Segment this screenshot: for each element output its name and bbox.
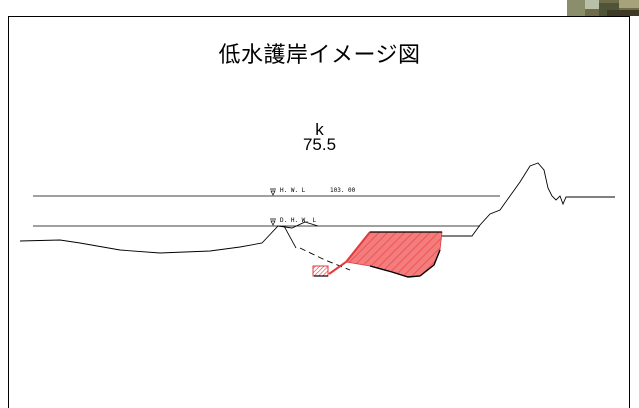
- station-value: 75.5: [302, 135, 337, 154]
- embankment-slope: [283, 225, 297, 249]
- station-prefix: k: [315, 120, 324, 139]
- revetment-slope-face: [328, 231, 371, 275]
- hwl-marker-icon: [270, 188, 276, 196]
- hwl-value: 103. 00: [330, 187, 356, 194]
- diagram-title: 低水護岸イメージ図: [218, 43, 421, 68]
- slide-frame: [8, 16, 630, 408]
- ground-profile-left: [19, 221, 319, 254]
- dhwl-label: D. H. W. L: [280, 217, 317, 224]
- dhwl-marker-icon: [270, 218, 276, 226]
- revetment-base-line: [369, 249, 441, 278]
- ground-profile-right: [440, 162, 615, 237]
- toe-block: [312, 265, 329, 277]
- corner-photo-thumbnail: [567, 0, 639, 16]
- hwl-label: H. W. L: [280, 187, 306, 194]
- original-bank-dashed: [299, 247, 351, 271]
